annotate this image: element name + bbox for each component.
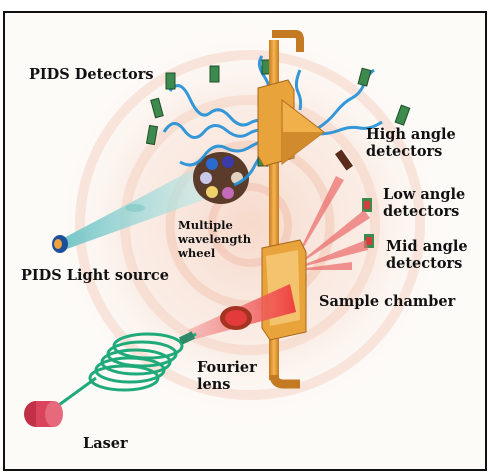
label-high-angle-line2: detectors: [366, 143, 456, 160]
label-mid-angle-detectors: Mid angle detectors: [386, 238, 468, 272]
label-fourier-line2: lens: [197, 376, 257, 393]
label-high-angle-line1: High angle: [366, 126, 456, 143]
label-low-angle-line2: detectors: [383, 203, 465, 220]
label-pids-light-source: PIDS Light source: [21, 267, 169, 284]
label-mid-angle-line1: Mid angle: [386, 238, 468, 255]
label-high-angle-detectors: High angle detectors: [366, 126, 456, 160]
label-low-angle-line1: Low angle: [383, 186, 465, 203]
label-pids-detectors: PIDS Detectors: [29, 66, 154, 83]
laser-body: [24, 401, 63, 427]
label-fourier-lens: Fourier lens: [197, 359, 257, 393]
label-multiple-wavelength-wheel: Multiple wavelength wheel: [178, 218, 251, 260]
label-wheel-line2: wavelength: [178, 232, 251, 246]
label-sample-chamber: Sample chamber: [319, 293, 455, 310]
label-low-angle-detectors: Low angle detectors: [383, 186, 465, 220]
label-mid-angle-line2: detectors: [386, 255, 468, 272]
label-wheel-line3: wheel: [178, 246, 251, 260]
label-laser: Laser: [83, 435, 128, 452]
label-wheel-line1: Multiple: [178, 218, 251, 232]
label-fourier-line1: Fourier: [197, 359, 257, 376]
